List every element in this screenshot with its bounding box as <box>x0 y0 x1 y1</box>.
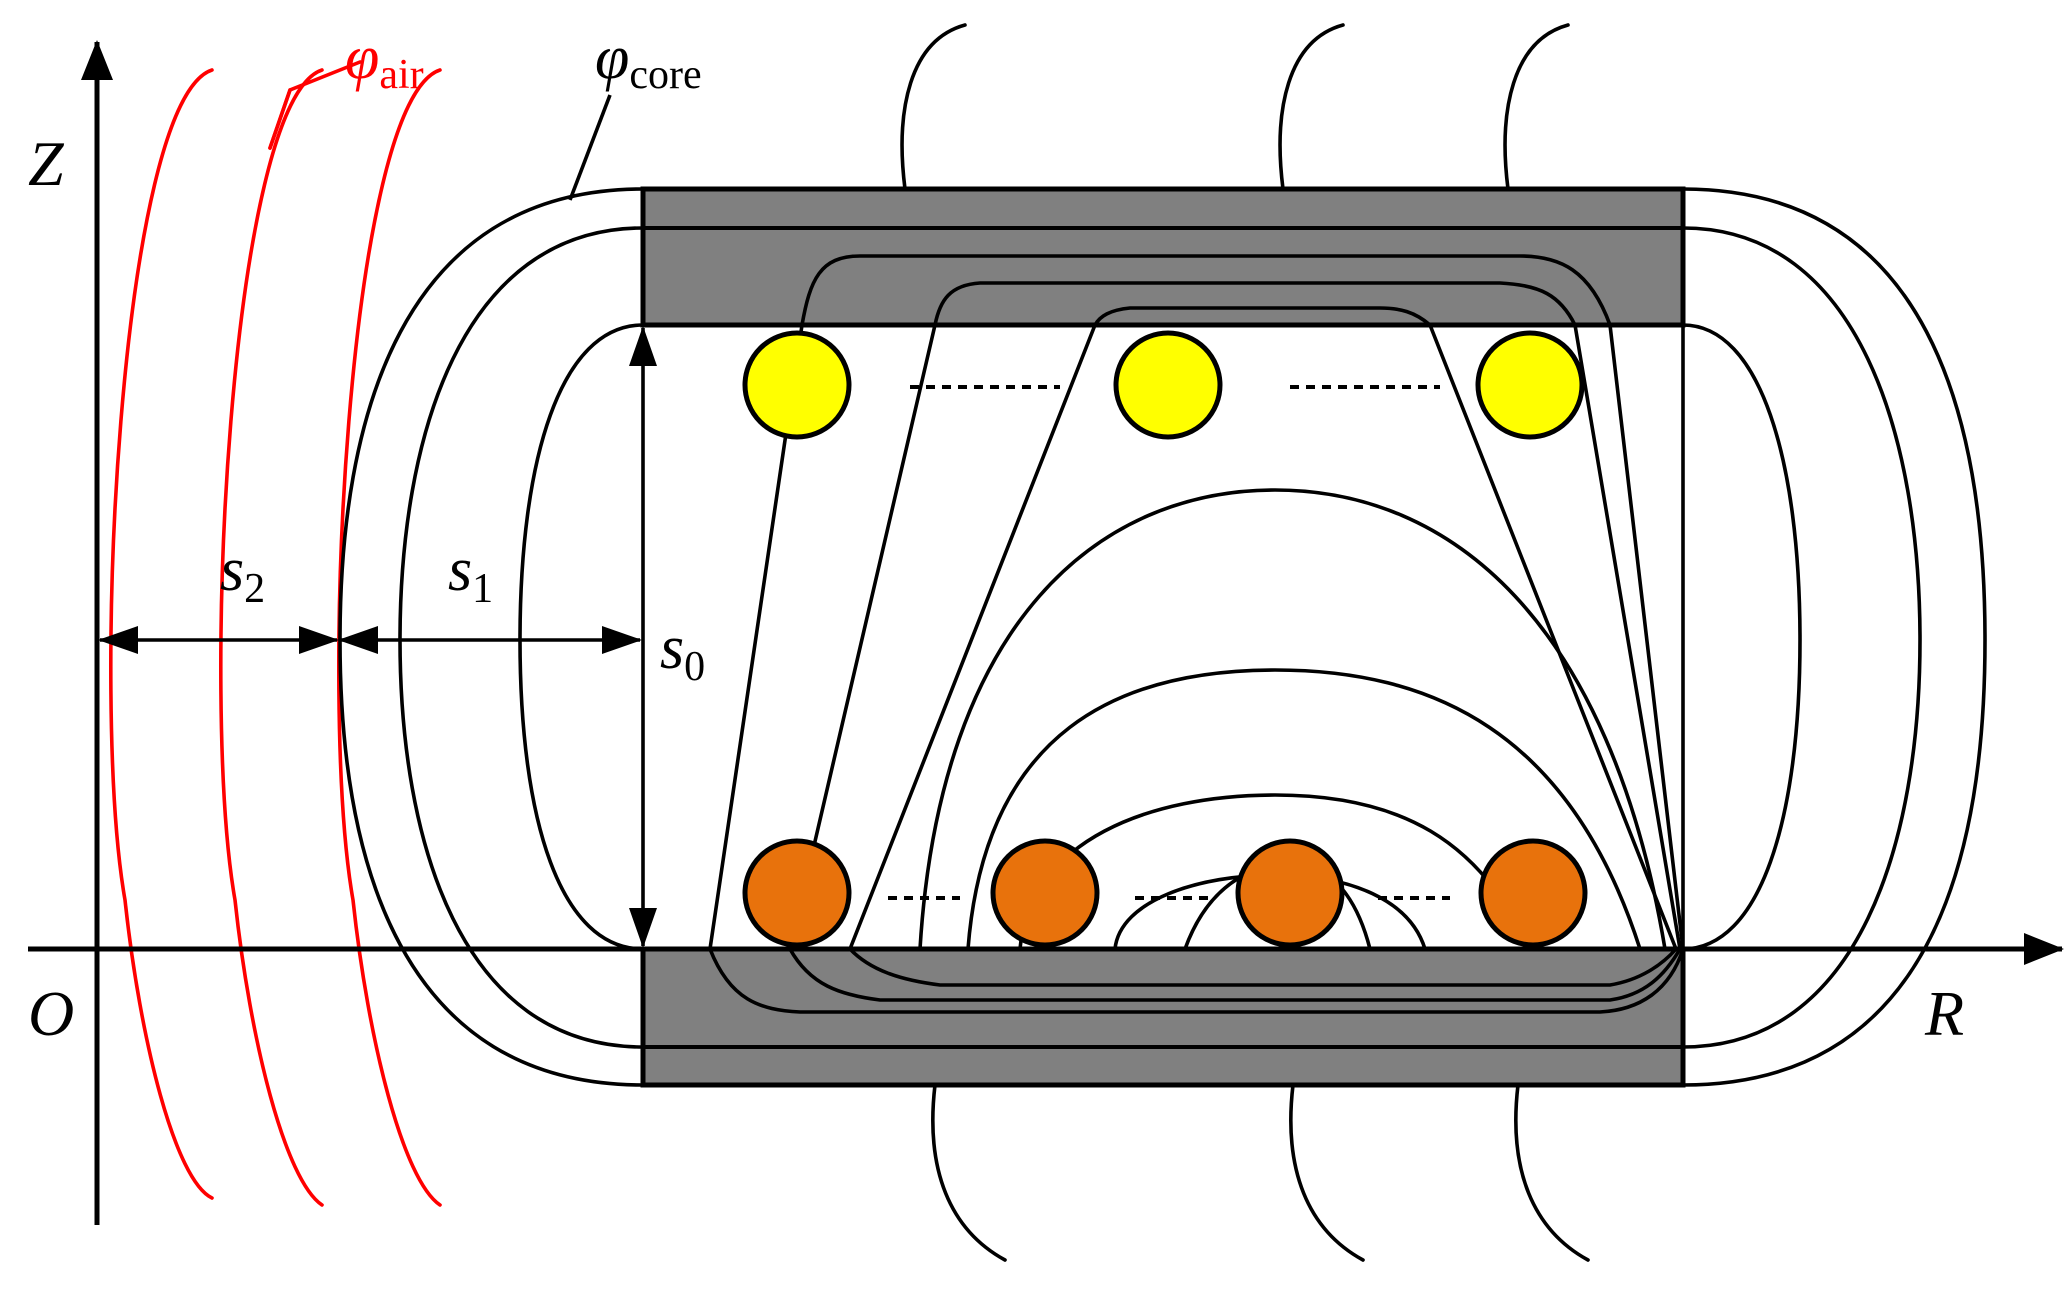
dimension-arrows <box>98 326 657 948</box>
lower-core-plate <box>640 946 1686 1088</box>
s1-label: s1 <box>448 536 493 612</box>
origin-label: O <box>28 978 74 1049</box>
r-axis-label: R <box>1924 978 1964 1049</box>
bottom-conductor-3 <box>1235 838 1345 948</box>
external-field-lines <box>900 23 1590 1262</box>
phi-core-label: φcore <box>595 24 702 98</box>
s2-label: s2 <box>220 536 265 612</box>
phi-core-leader <box>568 94 612 201</box>
bottom-conductor-1 <box>742 838 852 948</box>
top-conductor-3 <box>1475 330 1585 440</box>
s0-label: s0 <box>660 614 705 690</box>
bottom-conductor-4 <box>1478 838 1588 948</box>
phi-air-label: φair <box>345 24 424 98</box>
air-flux-lines <box>109 60 442 1207</box>
bottom-conductor-2 <box>990 838 1100 948</box>
top-conductor-2 <box>1113 330 1223 440</box>
bottom-conductors <box>742 838 1588 948</box>
top-conductors <box>742 330 1585 440</box>
top-conductor-1 <box>742 330 852 440</box>
z-axis-label: Z <box>28 128 65 199</box>
